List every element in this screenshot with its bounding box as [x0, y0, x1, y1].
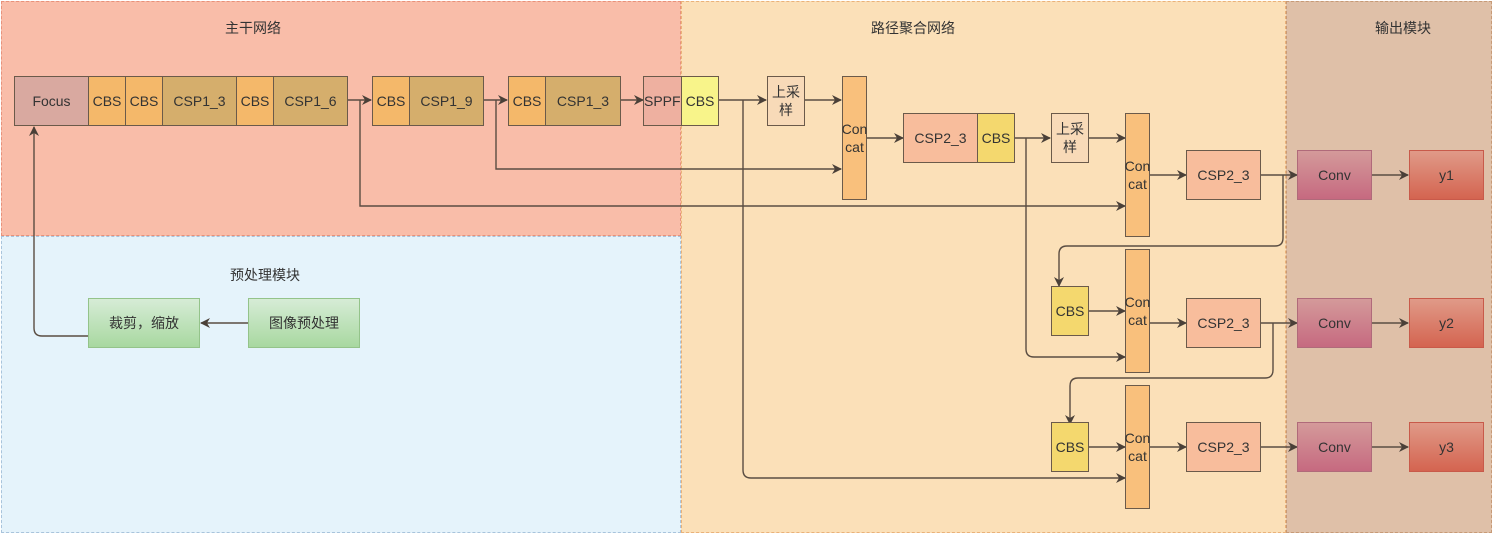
cbs-block[interactable]: CBS — [977, 113, 1015, 163]
concat-block[interactable]: Con cat — [842, 76, 867, 200]
upsample-block[interactable]: 上采样 — [767, 76, 805, 126]
csp1-9-block[interactable]: CSP1_9 — [409, 76, 484, 126]
upsample-block[interactable]: 上采样 — [1051, 113, 1089, 163]
cbs-block[interactable]: CBS — [508, 76, 546, 126]
preprocess-title: 预处理模块 — [230, 267, 300, 283]
conv-block[interactable]: Conv — [1297, 422, 1372, 472]
edge — [359, 100, 1126, 211]
focus-block[interactable]: Focus — [14, 76, 89, 126]
cbs-block[interactable]: CBS — [372, 76, 410, 126]
output-y1[interactable]: y1 — [1409, 150, 1484, 200]
cbs-block[interactable]: CBS — [1051, 422, 1089, 472]
cbs-block[interactable]: CBS — [88, 76, 126, 126]
edge — [1025, 138, 1126, 362]
csp2-3-block[interactable]: CSP2_3 — [1186, 422, 1261, 472]
preprocess-region — [1, 236, 681, 533]
csp2-3-block[interactable]: CSP2_3 — [1186, 298, 1261, 348]
crop-scale-block[interactable]: 裁剪，缩放 — [88, 298, 200, 348]
edge — [1054, 175, 1284, 287]
image-preprocess-block[interactable]: 图像预处理 — [248, 298, 360, 348]
cbs-block[interactable]: CBS — [1051, 286, 1089, 336]
neck-title: 路径聚合网络 — [871, 20, 955, 36]
concat-block[interactable]: Con cat — [1125, 249, 1150, 373]
edge — [1065, 323, 1274, 425]
edge — [742, 100, 1126, 483]
csp1-6-block[interactable]: CSP1_6 — [273, 76, 348, 126]
output-y3[interactable]: y3 — [1409, 422, 1484, 472]
csp2-3-block[interactable]: CSP2_3 — [903, 113, 978, 163]
csp1-3-block[interactable]: CSP1_3 — [545, 76, 621, 126]
conv-block[interactable]: Conv — [1297, 298, 1372, 348]
csp2-3-block[interactable]: CSP2_3 — [1186, 150, 1261, 200]
cbs-block[interactable]: CBS — [681, 76, 719, 126]
cbs-block[interactable]: CBS — [125, 76, 163, 126]
backbone-title: 主干网络 — [225, 20, 281, 36]
concat-block[interactable]: Con cat — [1125, 113, 1150, 237]
csp1-3-block[interactable]: CSP1_3 — [162, 76, 237, 126]
concat-block[interactable]: Con cat — [1125, 385, 1150, 509]
sppf-block[interactable]: SPPF — [643, 76, 682, 126]
edge — [29, 126, 88, 337]
output-y2[interactable]: y2 — [1409, 298, 1484, 348]
cbs-block[interactable]: CBS — [236, 76, 274, 126]
edge — [495, 100, 842, 174]
conv-block[interactable]: Conv — [1297, 150, 1372, 200]
output-title: 输出模块 — [1375, 20, 1431, 36]
